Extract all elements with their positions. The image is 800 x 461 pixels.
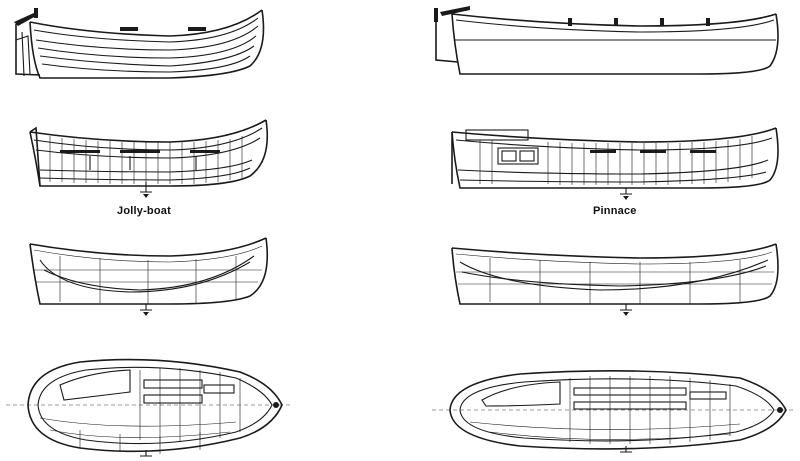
pinnace-deck-plan xyxy=(432,370,796,453)
jolly-boat-label: Jolly-boat xyxy=(117,205,171,217)
pinnace-inboard-profile xyxy=(451,127,779,200)
jolly-boat-outboard-profile xyxy=(14,8,265,79)
jolly-boat-lines-profile xyxy=(29,237,269,316)
pinnace-lines-profile xyxy=(451,243,779,316)
jolly-boat-inboard-profile xyxy=(29,119,269,198)
pinnace-label: Pinnace xyxy=(593,205,637,217)
pinnace-outboard-profile xyxy=(434,6,779,75)
jolly-boat-deck-plan xyxy=(6,358,290,457)
